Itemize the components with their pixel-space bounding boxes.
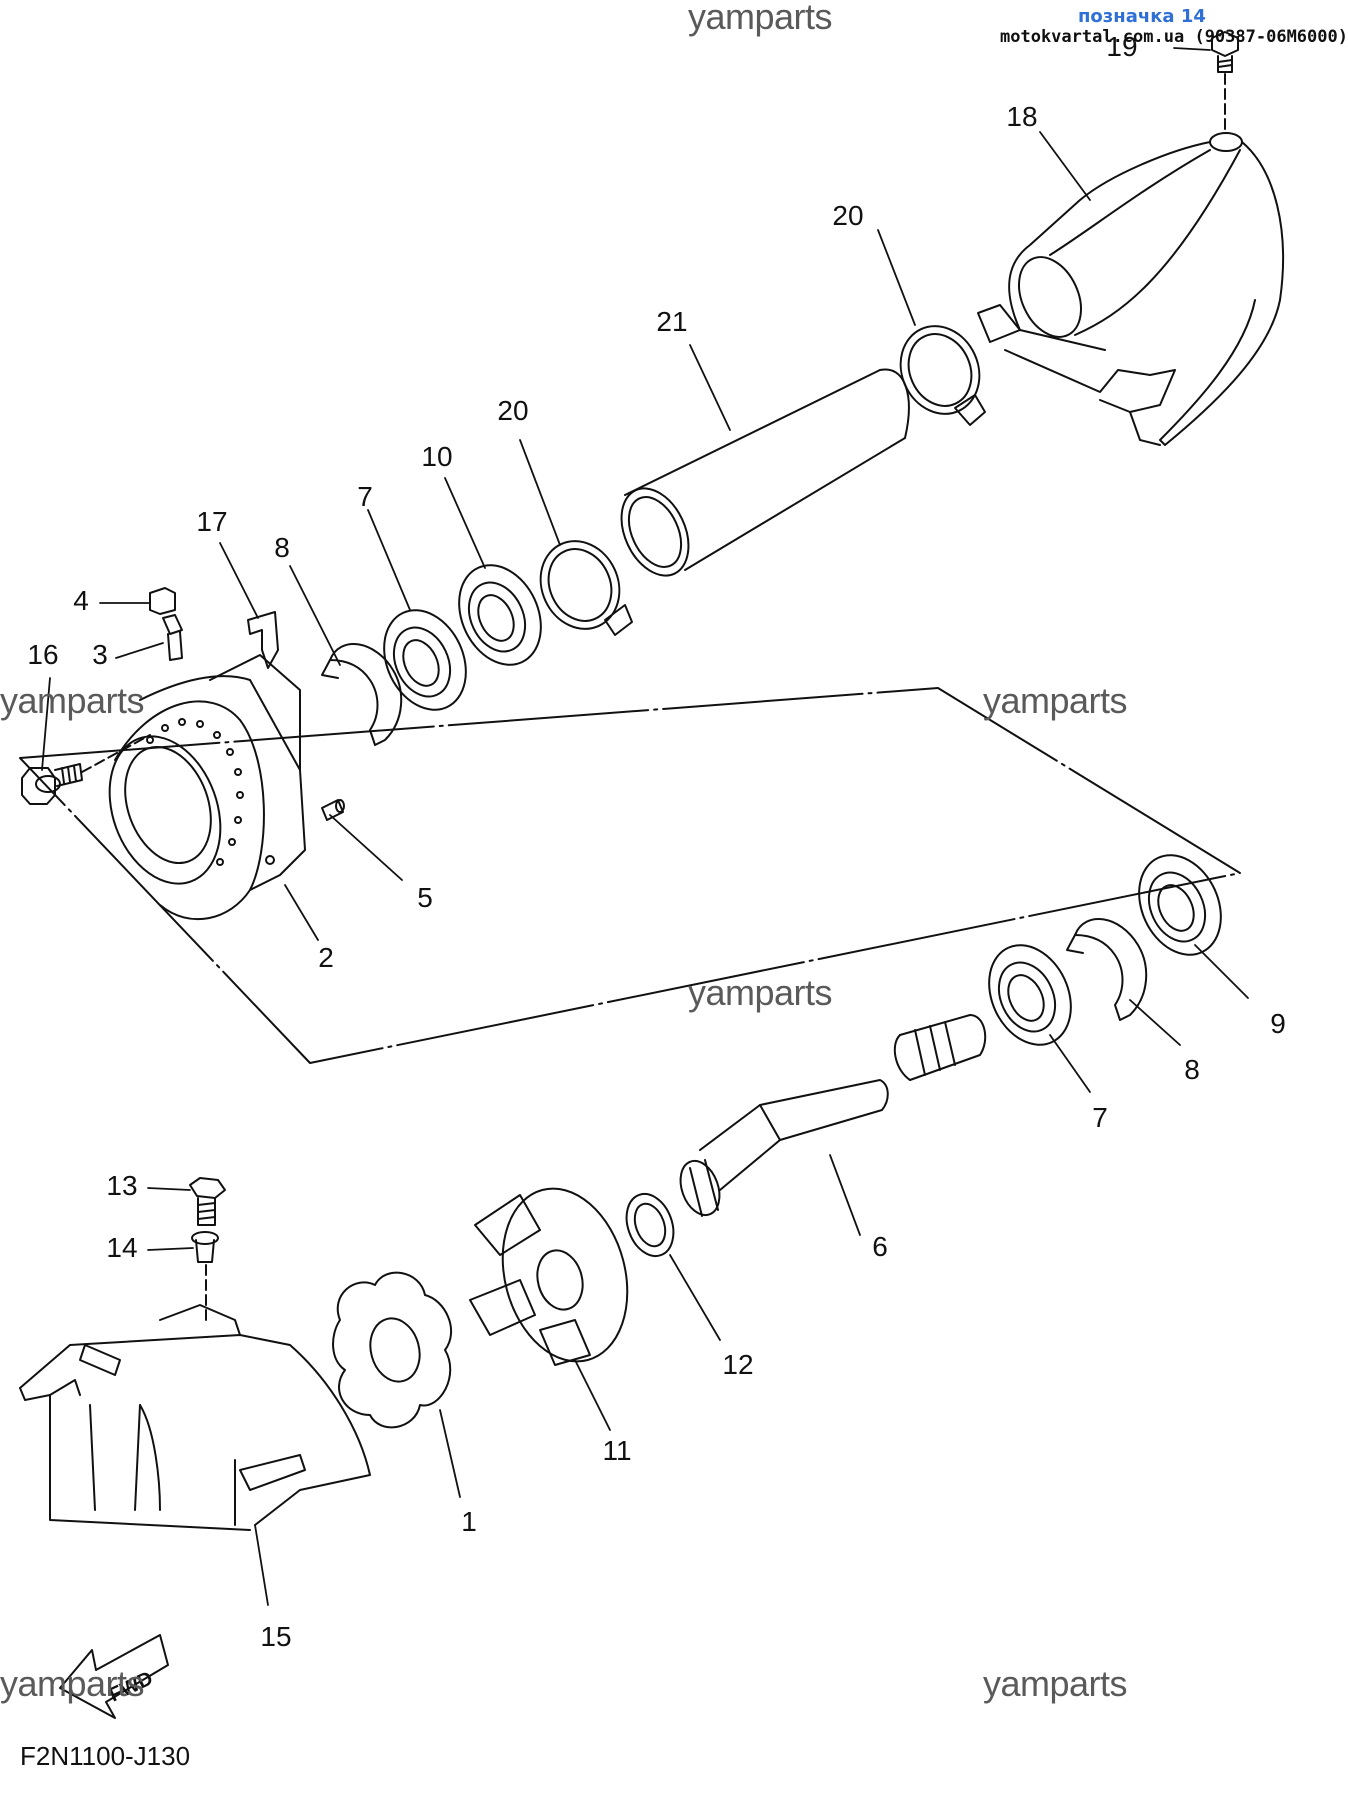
callout-15: 15 <box>260 1621 292 1652</box>
callout-20-upper: 20 <box>832 200 864 231</box>
callout-2: 2 <box>318 942 334 973</box>
exploded-parts-diagram: FWD <box>19 31 1285 1719</box>
part-9-bearing <box>1138 854 1222 956</box>
watermark-left-mid: yamparts <box>0 680 145 721</box>
callout-19: 19 <box>1106 31 1138 62</box>
callout-11: 11 <box>602 1435 632 1466</box>
figure-code: F2N1100-J130 <box>20 1741 191 1771</box>
diagram-drawing: FWD <box>19 31 1285 1719</box>
part-8-circlip-lower <box>1066 918 1148 1021</box>
header-title: позначка 14 <box>1078 6 1206 27</box>
watermark-center: yamparts <box>688 972 833 1013</box>
part-7-bearing-upper <box>383 609 467 711</box>
part-5-pin <box>321 799 345 821</box>
watermark-left-bottom: yamparts <box>0 1663 145 1704</box>
callout-12: 12 <box>722 1349 754 1380</box>
part-2-housing <box>108 654 306 921</box>
watermark-right-mid: yamparts <box>983 680 1128 721</box>
part-18-nozzle <box>977 132 1285 446</box>
header-subtitle: motokvartal.com.ua (90387-06M6000) <box>1000 27 1348 47</box>
part-13-bolt <box>189 1177 226 1226</box>
callout-9: 9 <box>1270 1008 1286 1039</box>
part-4-cap <box>149 587 176 615</box>
callout-21: 21 <box>656 306 688 337</box>
part-6-shaft <box>679 1014 987 1217</box>
callout-17: 17 <box>196 506 228 537</box>
part-21-hose <box>620 368 910 577</box>
part-20-clamp-lower <box>539 540 633 636</box>
part-8-circlip-upper <box>321 643 403 746</box>
part-20-clamp-upper <box>899 325 986 426</box>
part-14-collar <box>191 1231 219 1321</box>
watermark-top: yamparts <box>688 0 833 37</box>
assembly-frame <box>19 687 1241 1064</box>
part-1-damper <box>332 1271 452 1429</box>
callout-4: 4 <box>73 585 89 616</box>
callout-8-upper: 8 <box>274 532 290 563</box>
part-7-bearing-lower <box>988 944 1072 1046</box>
callout-3: 3 <box>92 639 108 670</box>
watermark-right-bottom: yamparts <box>983 1663 1128 1704</box>
part-11-coupling <box>469 1187 629 1366</box>
callout-18: 18 <box>1006 101 1038 132</box>
callout-1: 1 <box>461 1506 477 1537</box>
part-15-coupling-housing <box>19 1304 371 1531</box>
leader-lines <box>41 47 1249 1606</box>
callout-14: 14 <box>106 1232 138 1263</box>
callout-6: 6 <box>872 1231 888 1262</box>
part-10-bearing <box>458 564 542 666</box>
part-19-screw <box>1211 31 1239 131</box>
callout-16: 16 <box>27 639 59 670</box>
callout-5: 5 <box>417 882 433 913</box>
part-3-grease-nipple <box>162 614 183 661</box>
callout-7-lower: 7 <box>1092 1102 1108 1133</box>
callout-8-lower: 8 <box>1184 1054 1200 1085</box>
fwd-arrow-icon <box>59 1634 169 1719</box>
callout-7-upper: 7 <box>357 481 373 512</box>
part-16-bolt <box>21 734 151 805</box>
callout-20-lower: 20 <box>497 395 529 426</box>
part-12-washer <box>625 1193 675 1257</box>
callout-10: 10 <box>421 441 453 472</box>
callout-13: 13 <box>106 1170 138 1201</box>
